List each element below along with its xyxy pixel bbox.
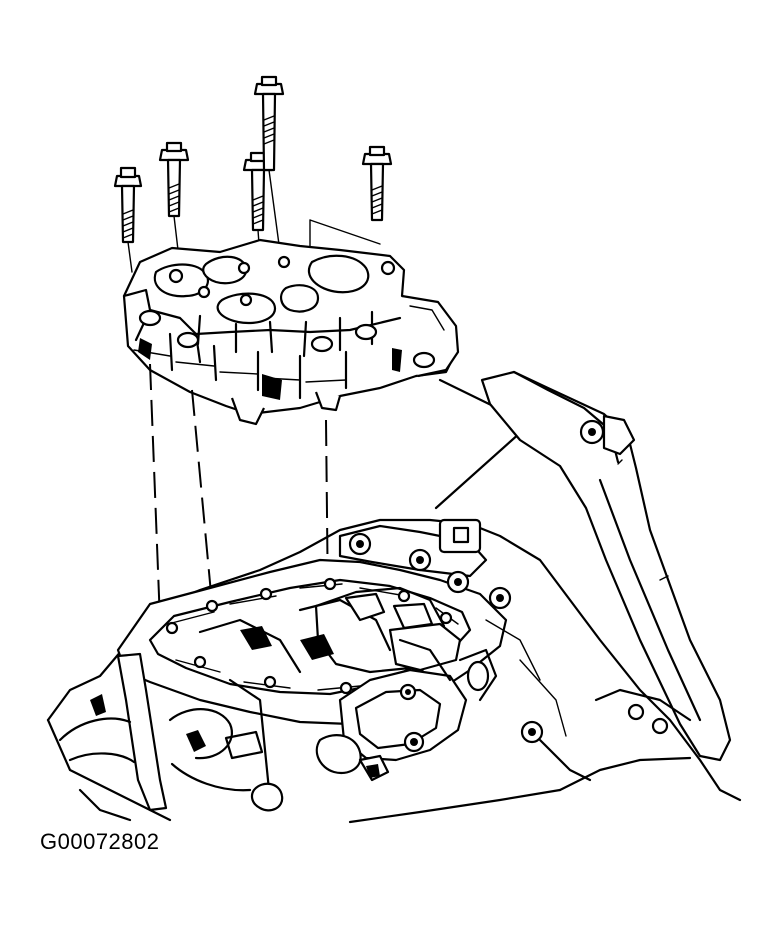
bolt-2 [158, 141, 190, 218]
figure-id-label: G00072802 [40, 829, 160, 854]
bolt-5 [361, 145, 393, 222]
bolt-4 [253, 75, 285, 172]
bracket [480, 370, 732, 762]
bolt-1 [113, 166, 143, 244]
transaxle-case [46, 518, 742, 824]
valve-body [122, 238, 460, 426]
